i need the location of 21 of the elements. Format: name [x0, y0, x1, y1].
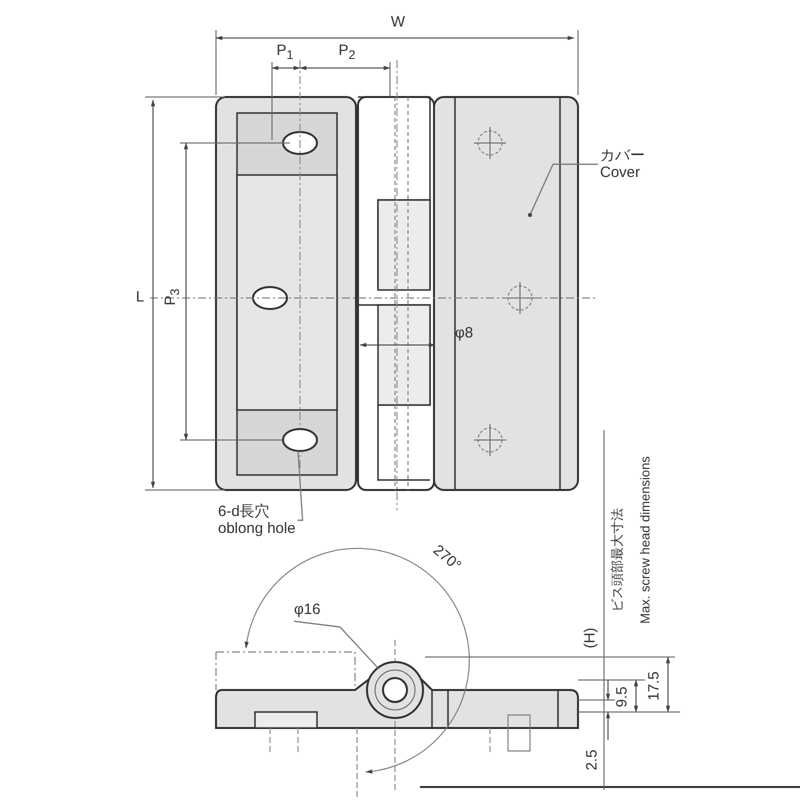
dimension-label: P$_{1}$	[276, 42, 294, 62]
dimension-label: L	[136, 290, 144, 304]
dimension-label: 2.5	[584, 750, 600, 770]
cover-plate	[433, 96, 579, 491]
dimension-label: 17.5	[646, 671, 662, 701]
dimension-label: W	[390, 14, 406, 30]
dimension-label: ビス頭部最大寸法	[610, 508, 624, 612]
leader-line	[529, 164, 598, 216]
callout-line: 6-d長穴	[218, 503, 271, 520]
dimension-label: 9.5	[614, 686, 630, 708]
callout-line: カバー	[600, 147, 645, 164]
callout-line: oblong hole	[218, 520, 296, 538]
dimension-label: 270°	[430, 542, 464, 574]
leader-line	[297, 450, 304, 521]
callout-line: Cover	[600, 164, 642, 182]
dimension-label: (H)	[582, 628, 598, 648]
callout-line: φ16	[294, 601, 320, 618]
leader-line	[294, 620, 378, 668]
dimension-label: P$_{2}$	[338, 42, 356, 62]
dimension-label: Max. screw head dimensions	[638, 456, 652, 624]
dimension-label: φ8	[454, 326, 474, 340]
